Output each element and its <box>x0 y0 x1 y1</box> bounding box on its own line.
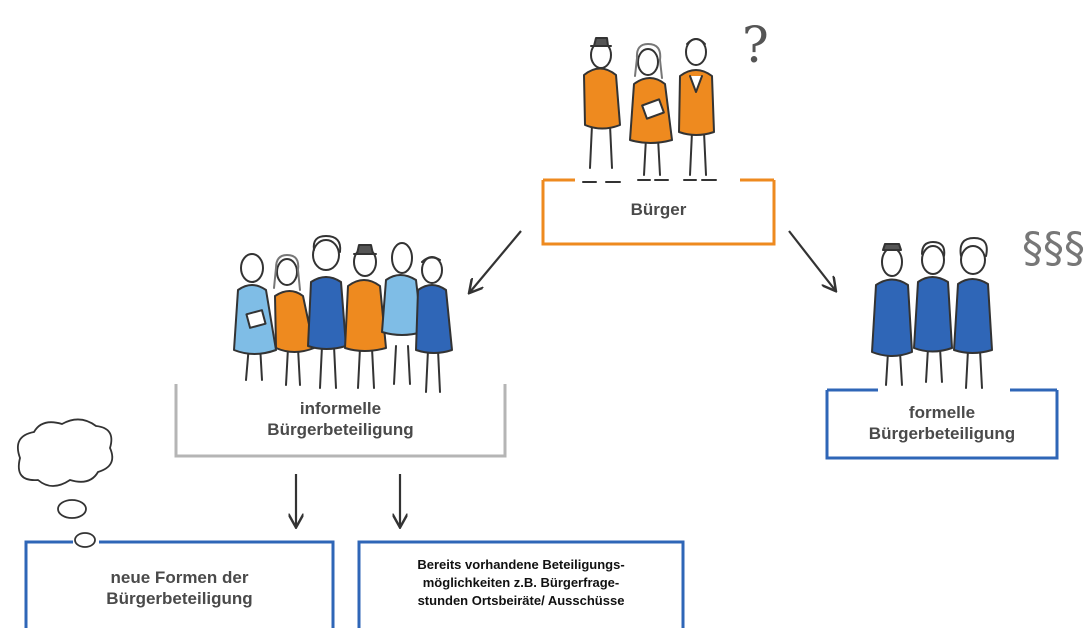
informal-box <box>174 384 507 458</box>
citizen-figure-1 <box>582 37 621 183</box>
citizens-label-text: Bürger <box>630 200 687 219</box>
formal-figure-1 <box>871 243 913 386</box>
existing-label-line3: stunden Ortsbeiräte/ Ausschüsse <box>417 593 625 609</box>
formal-figure-2 <box>913 241 953 383</box>
new-forms-box <box>24 540 335 628</box>
question-mark-text: ? <box>742 16 769 74</box>
formal-group-figures <box>871 237 993 389</box>
existing-box <box>357 540 685 628</box>
paragraph-sign-icon: §§§ <box>1022 223 1085 272</box>
informal-figure-6 <box>415 256 453 393</box>
informal-figure-3 <box>307 235 347 389</box>
citizen-figure-3 <box>678 38 717 181</box>
formal-figure-3 <box>953 237 993 389</box>
existing-label-line2: möglichkeiten z.B. Bürgerfrage- <box>422 575 620 591</box>
informal-figure-4 <box>344 244 387 389</box>
thought-bubble-icon <box>16 418 114 548</box>
new-forms-label: neue Formen der Bürgerbeteiligung <box>26 567 333 610</box>
formal-label-line2: Bürgerbeteiligung <box>868 424 1016 444</box>
arrow-to-informal <box>470 230 522 292</box>
informal-label: informelle Bürgerbeteiligung <box>176 398 505 441</box>
informal-figure-2 <box>273 254 315 386</box>
new-forms-label-line2: Bürgerbeteiligung <box>106 589 253 609</box>
informal-group-figures <box>233 235 453 393</box>
arrow-to-formal <box>788 230 835 290</box>
citizens-group-figures <box>582 37 717 183</box>
informal-figure-1 <box>233 253 277 381</box>
arrow-icon <box>296 230 835 526</box>
question-mark-icon: ? <box>742 16 769 74</box>
paragraph-sign-text: §§§ <box>1022 223 1085 272</box>
citizens-label: Bürger <box>543 199 774 220</box>
citizens-box <box>541 178 776 246</box>
formal-box <box>825 388 1059 460</box>
formal-label: formelle Bürgerbeteiligung <box>827 402 1057 445</box>
informal-label-line1: informelle <box>299 399 382 418</box>
existing-label-line1: Bereits vorhandene Beteiligungs- <box>417 557 625 572</box>
existing-label: Bereits vorhandene Beteiligungs- möglich… <box>359 556 683 611</box>
informal-figure-5 <box>381 242 423 385</box>
citizen-figure-2 <box>629 43 673 181</box>
formal-label-line1: formelle <box>908 403 976 422</box>
new-forms-label-line1: neue Formen der <box>110 568 249 587</box>
informal-label-line2: Bürgerbeteiligung <box>267 420 414 440</box>
